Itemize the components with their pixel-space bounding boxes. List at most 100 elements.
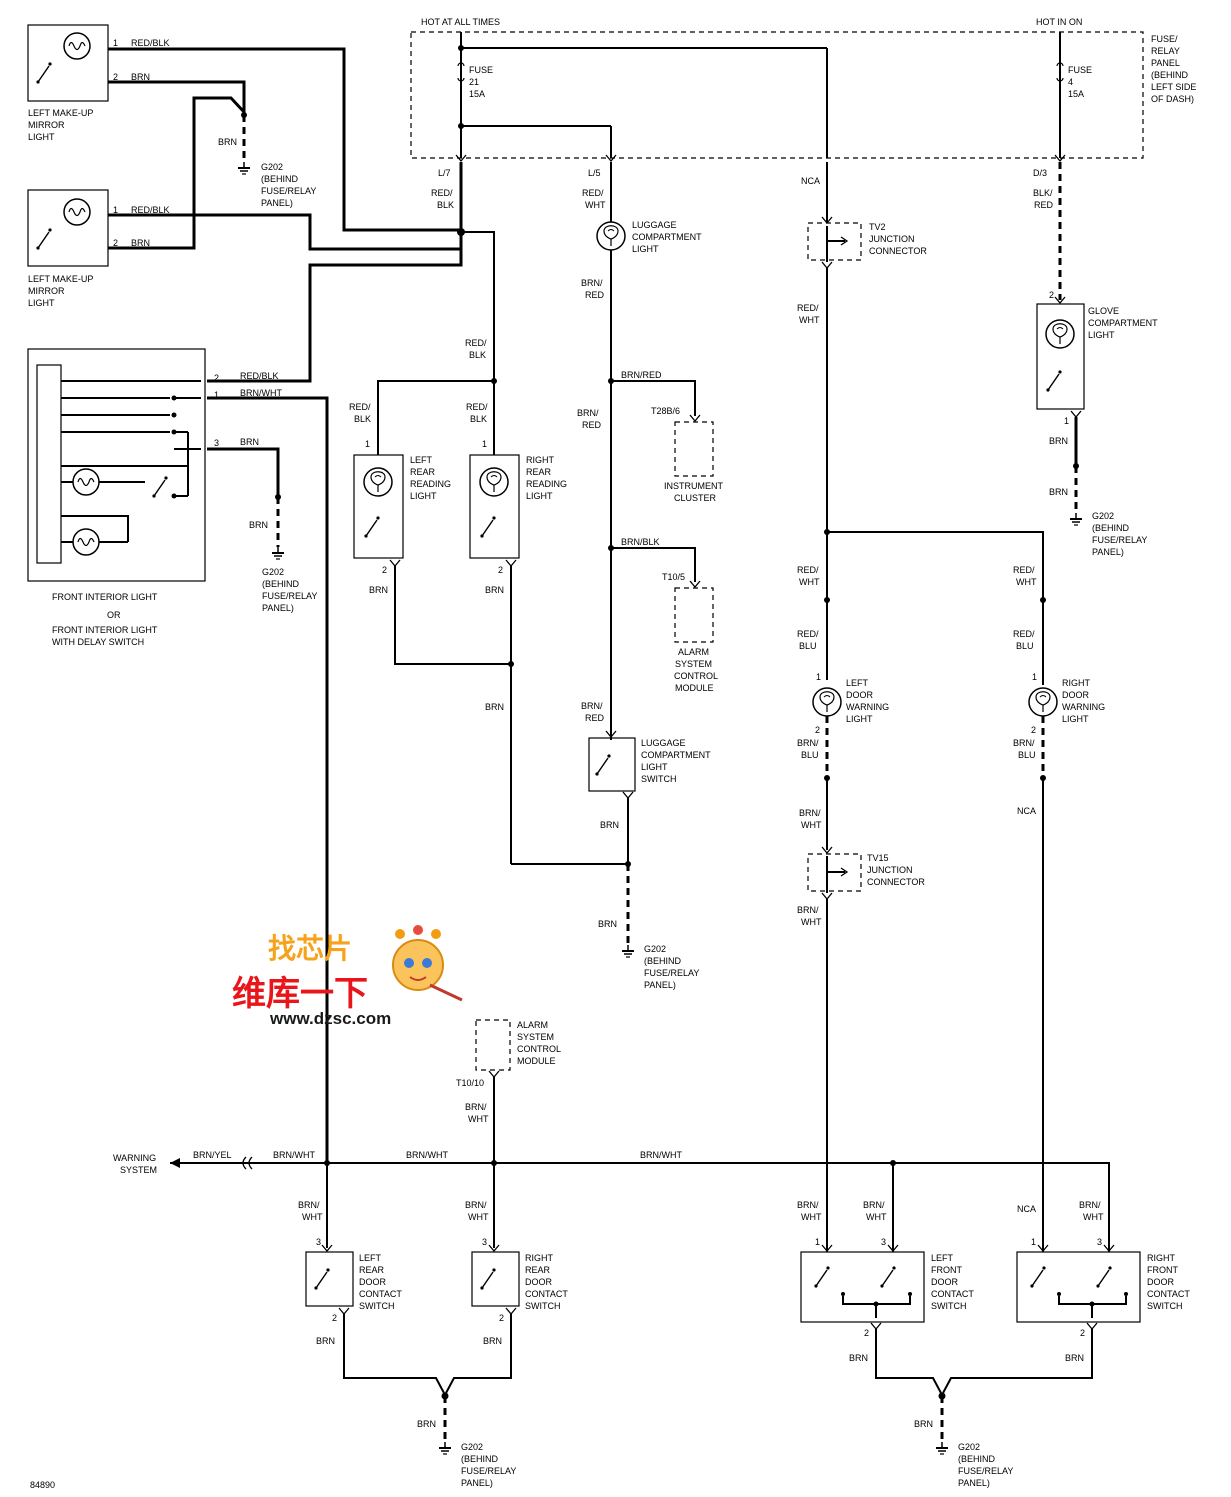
right-door-warning-label: LIGHT	[1062, 714, 1089, 724]
wire-label-red: RED/	[1013, 629, 1035, 639]
hot-at-all-times-label: HOT AT ALL TIMES	[421, 17, 500, 27]
wire-label-wht: WHT	[1083, 1212, 1104, 1222]
fuse-panel-label-4: (BEHIND	[1151, 70, 1189, 80]
fuse-4-symbol	[1056, 62, 1064, 82]
watermark-url: www.dzsc.com	[269, 1009, 391, 1028]
right-front-door-switch-a-icon	[1029, 1265, 1047, 1289]
ground-label: G202	[262, 567, 284, 577]
wire-label-brn: BRN/	[797, 1200, 819, 1210]
mirror-light-2-label-2: MIRROR	[28, 286, 65, 296]
pin-label: 3	[214, 438, 219, 448]
right-rear-door-label: REAR	[525, 1265, 551, 1275]
warning-system-label: WARNING	[113, 1153, 156, 1163]
left-door-warning-bulb-icon	[812, 687, 842, 717]
luggage-switch-label: LIGHT	[641, 762, 668, 772]
wire-label-red: RED/	[349, 402, 371, 412]
wire-label-red-blk: RED/BLK	[131, 205, 170, 215]
left-door-warning-label: WARNING	[846, 702, 889, 712]
wire-label-brn: BRN	[218, 137, 237, 147]
pin-label: 3	[881, 1237, 886, 1247]
pin-label: 2	[332, 1313, 337, 1323]
wire-label-blu: BLU	[801, 750, 819, 760]
fuse-21-symbol	[457, 62, 465, 82]
ground-label: PANEL)	[1092, 547, 1124, 557]
ground-icon	[935, 1441, 949, 1455]
right-door-warning-label: DOOR	[1062, 690, 1090, 700]
right-front-door-label: DOOR	[1147, 1277, 1175, 1287]
mirror-light-1-label-2: MIRROR	[28, 120, 65, 130]
ground-label: (BEHIND	[644, 956, 682, 966]
wire-label-red: RED/	[797, 565, 819, 575]
mascot-icon	[392, 925, 463, 1002]
fuse-panel-label-3: PANEL	[1151, 58, 1180, 68]
ground-label: PANEL)	[958, 1478, 990, 1488]
fuse-panel-label-2: RELAY	[1151, 46, 1180, 56]
connector-label: T10/10	[456, 1078, 484, 1088]
wire-label-brn: BRN	[131, 238, 150, 248]
left-front-door-label: CONTACT	[931, 1289, 974, 1299]
wire-label-brn: BRN/	[577, 408, 599, 418]
wire-label-wht: WHT	[799, 577, 820, 587]
ground-label: FUSE/RELAY	[1092, 535, 1147, 545]
glove-bulb-icon	[1045, 319, 1075, 349]
interior-bulb-2-icon	[72, 528, 100, 556]
pin-label: 2	[864, 1328, 869, 1338]
wire-label-wht: WHT	[468, 1212, 489, 1222]
wire-label-wht: WHT	[801, 1212, 822, 1222]
nca-label-2: NCA	[1017, 806, 1036, 816]
right-front-door-switch-b-icon	[1095, 1265, 1113, 1289]
watermark-middle-text: 维库一下	[232, 974, 368, 1014]
wire-label-brn: BRN	[369, 585, 388, 595]
wire-label-blk: BLK	[354, 414, 371, 424]
front-interior-light-box	[27, 348, 206, 582]
glove-switch-icon	[1045, 369, 1063, 393]
wire-label-red: RED	[585, 290, 605, 300]
ground-icon	[1069, 512, 1083, 526]
figure-number: 84890	[30, 1480, 55, 1490]
left-rear-door-switch-box	[305, 1251, 354, 1307]
left-door-warning-label: DOOR	[846, 690, 874, 700]
luggage-light-label: LIGHT	[632, 244, 659, 254]
left-rear-door-label: SWITCH	[359, 1301, 395, 1311]
wire-label-wht: WHT	[468, 1114, 489, 1124]
tv15-label: CONNECTOR	[867, 877, 925, 887]
wire-label-blk: BLK	[470, 414, 487, 424]
left-rear-reading-label: LIGHT	[410, 491, 437, 501]
wire-label-wht: WHT	[585, 200, 606, 210]
right-rear-door-switch-box	[471, 1251, 520, 1307]
fuse-relay-panel-box	[410, 31, 1144, 159]
glove-light-label: COMPARTMENT	[1088, 318, 1158, 328]
left-door-warning-label: LIGHT	[846, 714, 873, 724]
pin-label: 3	[1097, 1237, 1102, 1247]
luggage-light-label: LUGGAGE	[632, 220, 677, 230]
wire-label-brn-red: BRN/RED	[621, 370, 662, 380]
wire-label-blk: BLK	[437, 200, 454, 210]
right-rear-reading-label: LIGHT	[526, 491, 553, 501]
alarm-module-label: MODULE	[675, 683, 714, 693]
pin-label: 1	[482, 439, 487, 449]
pin-label: 3	[316, 1237, 321, 1247]
ground-label: FUSE/RELAY	[461, 1466, 516, 1476]
pin-label: 1	[214, 390, 219, 400]
luggage-bulb-icon	[596, 221, 626, 251]
alarm-module-label: CONTROL	[674, 671, 718, 681]
pin-label: 1	[1064, 416, 1069, 426]
fuse-21-label: FUSE	[469, 65, 493, 75]
connector-label: T28B/6	[651, 406, 680, 416]
wire-label-brn-wht: BRN/WHT	[273, 1150, 315, 1160]
pin-label: 1	[1031, 1237, 1036, 1247]
pin-label: 1	[816, 672, 821, 682]
right-rear-reading-label: RIGHT	[526, 455, 555, 465]
connector-label: T10/5	[662, 572, 685, 582]
wire-label-brn: BRN	[417, 1419, 436, 1429]
instrument-cluster-label: INSTRUMENT	[664, 481, 723, 491]
wire-label-brn: BRN/	[465, 1102, 487, 1112]
ground-label: G202	[644, 944, 666, 954]
pin-label: 1	[113, 38, 118, 48]
wire-label-brn: BRN/	[797, 905, 819, 915]
left-reading-switch-icon	[363, 515, 381, 539]
wire-label-red: RED/	[466, 402, 488, 412]
left-door-warning-label: LEFT	[846, 678, 869, 688]
